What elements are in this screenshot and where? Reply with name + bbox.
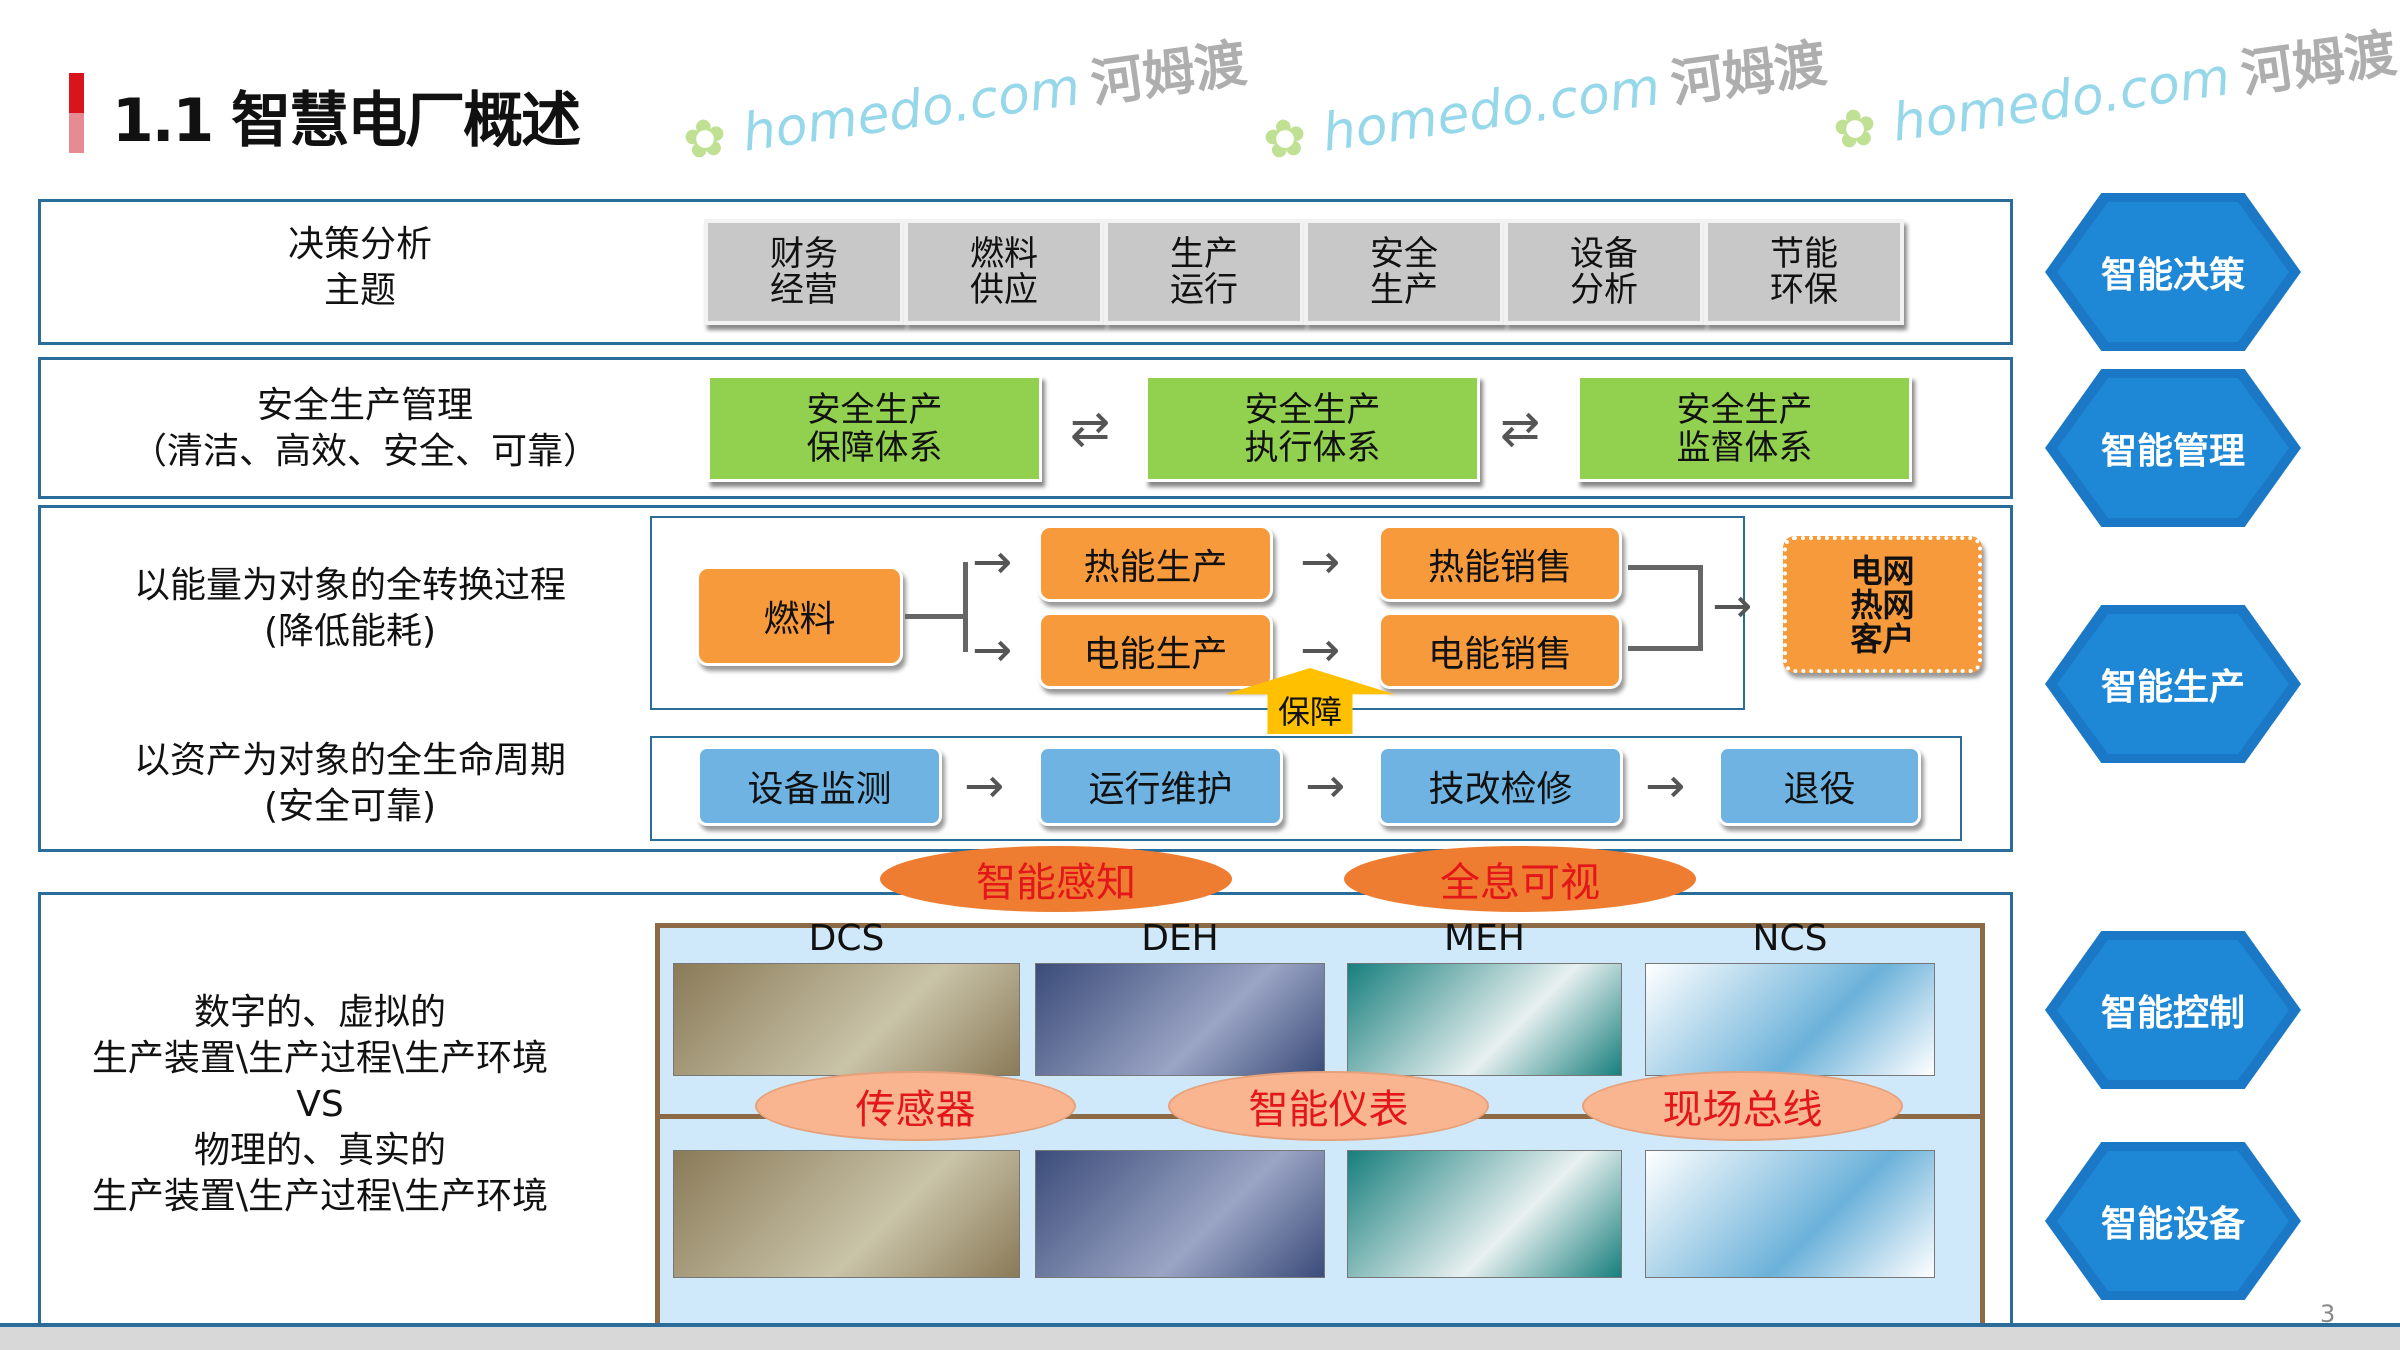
arrow-right-icon: →	[1300, 622, 1341, 678]
topic-box: 生产 运行	[1104, 219, 1304, 325]
heat-sales-node: 热能销售	[1378, 525, 1622, 602]
asset-stage-box: 技改检修	[1378, 746, 1623, 826]
arrow-right-icon: →	[972, 622, 1013, 678]
arrow-right-icon: →	[1712, 578, 1753, 634]
energy-flow-box	[650, 516, 1745, 710]
heat-production-node: 热能生产	[1038, 525, 1273, 602]
topic-box: 节能 环保	[1704, 219, 1904, 325]
watermark: ✿ homedo.com河姆渡	[1829, 23, 2400, 163]
safety-system-box: 安全生产 执行体系	[1145, 375, 1480, 482]
page-number: 3	[2320, 1300, 2336, 1328]
asset-stage-box: 退役	[1718, 746, 1921, 826]
page-title: 1.1 智慧电厂概述	[112, 86, 581, 156]
safety-system-box: 安全生产 监督体系	[1577, 375, 1912, 482]
electricity-production-node: 电能生产	[1038, 612, 1273, 689]
double-arrow-icon: ⇄	[1500, 401, 1541, 457]
hexagon-label: 智能生产	[2057, 614, 2289, 754]
system-screenshot-image	[1347, 1150, 1622, 1278]
electricity-sales-node: 电能销售	[1378, 612, 1622, 689]
watermark-site: homedo.com	[1318, 57, 1664, 164]
hexagon-label: 智能决策	[2057, 202, 2289, 342]
footer-bar	[0, 1323, 2400, 1350]
component-ellipse: 传感器	[755, 1071, 1076, 1141]
topic-box: 燃料 供应	[904, 219, 1104, 325]
connector	[905, 614, 965, 619]
component-ellipse: 智能仪表	[1168, 1071, 1489, 1141]
topic-box: 财务 经营	[704, 219, 904, 325]
watermark-site: homedo.com	[1888, 47, 2234, 154]
decision-analysis-label: 决策分析 主题	[287, 224, 432, 311]
connector	[963, 562, 968, 652]
system-screenshot-image	[1035, 963, 1325, 1076]
hexagon-label: 智能设备	[2057, 1151, 2289, 1291]
component-ellipse: 现场总线	[1582, 1071, 1903, 1141]
asset-stage-box: 设备监测	[697, 746, 942, 826]
system-screenshot-image	[1347, 963, 1622, 1076]
watermark-cn: 河姆渡	[2237, 23, 2400, 105]
asset-stage-box: 运行维护	[1038, 746, 1283, 826]
watermark-cn: 河姆渡	[1667, 33, 1831, 115]
arrow-right-icon: →	[1645, 758, 1686, 814]
arrow-right-icon: →	[972, 534, 1013, 590]
watermark-cn: 河姆渡	[1087, 33, 1251, 115]
title-accent-bar	[69, 73, 84, 153]
system-screenshot-image	[1645, 1150, 1935, 1278]
feature-ellipse: 全息可视	[1344, 846, 1696, 912]
system-label: MEH	[1444, 918, 1525, 959]
system-screenshot-image	[1035, 1150, 1325, 1278]
watermark-site: homedo.com	[738, 57, 1084, 164]
watermark: ✿ homedo.com河姆渡	[679, 33, 1251, 173]
asset-lifecycle-label: 以资产为对象的全生命周期 (安全可靠)	[133, 740, 566, 827]
guarantee-label: 保障	[1277, 693, 1342, 731]
system-screenshot-image	[673, 963, 1020, 1076]
hexagon-label: 智能管理	[2057, 378, 2289, 518]
arrow-right-icon: →	[964, 758, 1005, 814]
topic-box: 安全 生产	[1304, 219, 1504, 325]
system-screenshot-image	[673, 1150, 1020, 1278]
safety-management-label: 安全生产管理 （清洁、高效、安全、可靠）	[130, 385, 599, 472]
arrow-right-icon: →	[1305, 758, 1346, 814]
topic-box: 设备 分析	[1504, 219, 1704, 325]
system-label: DEH	[1141, 918, 1219, 959]
asset-flow-box	[650, 736, 1962, 841]
safety-system-box: 安全生产 保障体系	[707, 375, 1042, 482]
connector	[1628, 565, 1703, 651]
system-screenshot-image	[1645, 963, 1935, 1076]
energy-process-label: 以能量为对象的全转换过程 (降低能耗)	[133, 565, 566, 652]
production-panel	[38, 505, 2013, 852]
hexagon-label: 智能控制	[2057, 940, 2289, 1080]
hexagon-2: 智能管理	[2045, 369, 2301, 527]
fuel-node: 燃料	[696, 566, 903, 666]
hexagon-3: 智能生产	[2045, 605, 2301, 763]
hexagon-4: 智能控制	[2045, 931, 2301, 1089]
arrow-right-icon: →	[1300, 534, 1341, 590]
feature-ellipse: 智能感知	[880, 846, 1232, 912]
watermark: ✿ homedo.com河姆渡	[1259, 33, 1831, 173]
hexagon-1: 智能决策	[2045, 193, 2301, 351]
digital-physical-label: 数字的、虚拟的 生产装置\生产过程\生产环境 VS 物理的、真实的 生产装置\生…	[91, 992, 549, 1217]
customer-node: 电网 热网 客户	[1783, 536, 1982, 673]
hexagon-5: 智能设备	[2045, 1142, 2301, 1300]
system-label: DCS	[808, 918, 885, 959]
system-label: NCS	[1752, 918, 1828, 959]
double-arrow-icon: ⇄	[1070, 401, 1111, 457]
